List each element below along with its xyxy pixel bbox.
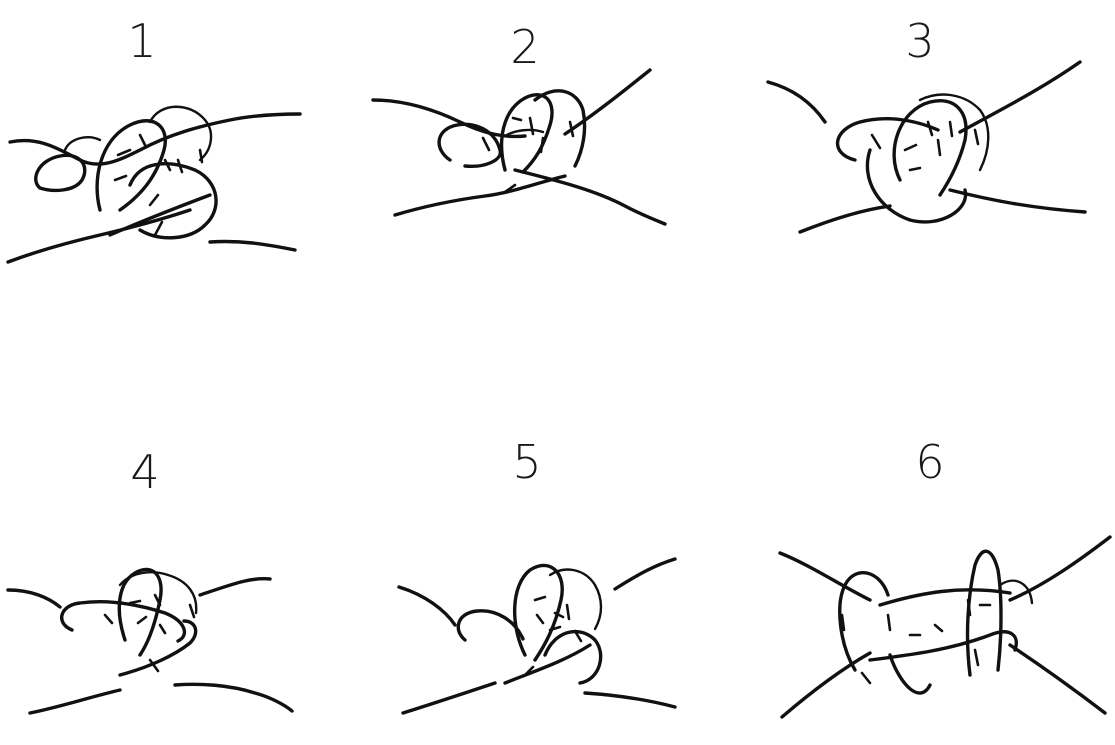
knot-stage-6-icon bbox=[770, 435, 1115, 724]
knot-panel-4: 4 bbox=[0, 445, 340, 745]
knot-panel-6: 6 bbox=[770, 435, 1110, 735]
knot-panel-1: 1 bbox=[0, 10, 340, 310]
knot-stage-5-icon bbox=[385, 435, 705, 724]
knot-stage-4-icon bbox=[0, 445, 320, 724]
knot-stage-1-icon bbox=[0, 10, 320, 280]
knot-stage-3-icon bbox=[760, 10, 1100, 260]
knot-panel-2: 2 bbox=[365, 10, 705, 310]
knot-stage-2-icon bbox=[365, 10, 685, 260]
knot-panel-5: 5 bbox=[385, 435, 725, 735]
knot-panel-3: 3 bbox=[760, 10, 1100, 310]
